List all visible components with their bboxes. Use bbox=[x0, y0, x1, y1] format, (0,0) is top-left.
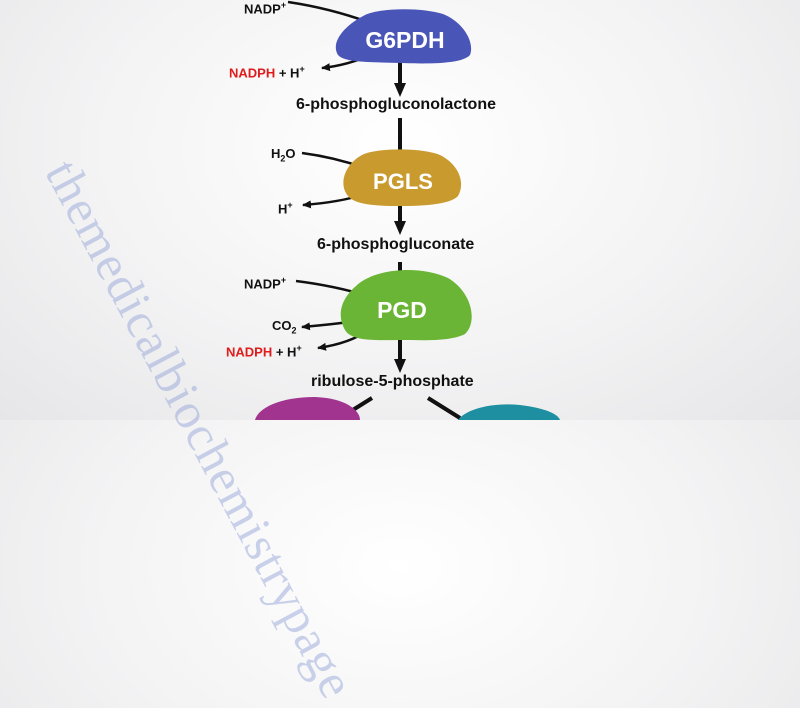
enzyme-rpe-shape bbox=[255, 397, 360, 420]
cofactor-h2o-sub: 2 bbox=[280, 153, 286, 164]
cofactor-nadp-1-sup: + bbox=[280, 0, 287, 10]
cofactor-nadph-2: NADPH + H+ bbox=[226, 340, 302, 360]
enzyme-rpi-shape bbox=[458, 404, 560, 420]
cofactor-co2-pre: CO bbox=[272, 318, 292, 333]
cofactor-nadp-1-base: NADP bbox=[244, 1, 281, 17]
cofactor-nadph-1: NADPH + H+ bbox=[229, 61, 305, 81]
cofactor-h2o-post: O bbox=[285, 146, 296, 161]
cofactor-h-plus-sup: + bbox=[287, 200, 293, 210]
cofactor-nadp-2-sup: + bbox=[280, 275, 287, 285]
cofactor-h-plus-base: H bbox=[278, 201, 288, 217]
cofactor-nadph-1-tail: + H bbox=[275, 65, 300, 81]
nadp-in-curve-1 bbox=[287, 0, 369, 24]
cofactor-h2o: H2O bbox=[271, 146, 296, 167]
enzyme-pgd-label: PGD bbox=[377, 297, 427, 323]
enzyme-g6pdh: G6PDH bbox=[335, 9, 472, 64]
metabolite-6-phosphogluconate: 6-phosphogluconate bbox=[317, 236, 475, 253]
cofactor-nadp-2: NADP+ bbox=[244, 272, 286, 292]
enzyme-pgd: PGD bbox=[340, 270, 472, 341]
enzyme-pgls: PGLS bbox=[343, 149, 462, 206]
cofactor-nadph-1-red: NADPH bbox=[229, 65, 276, 81]
branch-line-right bbox=[426, 396, 462, 420]
enzyme-pgls-label: PGLS bbox=[373, 169, 433, 194]
enzyme-g6pdh-shape bbox=[335, 9, 472, 64]
cofactor-nadp-2-base: NADP bbox=[244, 276, 281, 292]
cofactor-h-plus: H+ bbox=[278, 197, 293, 217]
cofactor-nadph-2-sup: + bbox=[296, 343, 302, 353]
cofactor-nadph-2-tail: + H bbox=[272, 344, 297, 360]
cofactor-nadph-2-red: NADPH bbox=[226, 344, 273, 360]
enzyme-pgd-shape bbox=[340, 270, 472, 341]
cofactor-nadp-1: NADP+ bbox=[244, 0, 286, 17]
metabolite-ribulose-5-phosphate: ribulose-5-phosphate bbox=[311, 373, 474, 390]
enzyme-g6pdh-label: G6PDH bbox=[365, 27, 444, 53]
enzyme-pgls-shape bbox=[343, 149, 462, 206]
metabolite-6-phosphogluconolactone: 6-phosphogluconolactone bbox=[296, 96, 496, 113]
pathway-diagram: G6PDH PGLS PGD bbox=[255, 0, 560, 420]
cofactor-h2o-pre: H bbox=[271, 146, 281, 161]
cofactor-nadph-1-sup: + bbox=[299, 64, 305, 74]
cofactor-co2-sub: 2 bbox=[291, 325, 297, 336]
cofactor-co2: CO2 bbox=[272, 318, 297, 339]
